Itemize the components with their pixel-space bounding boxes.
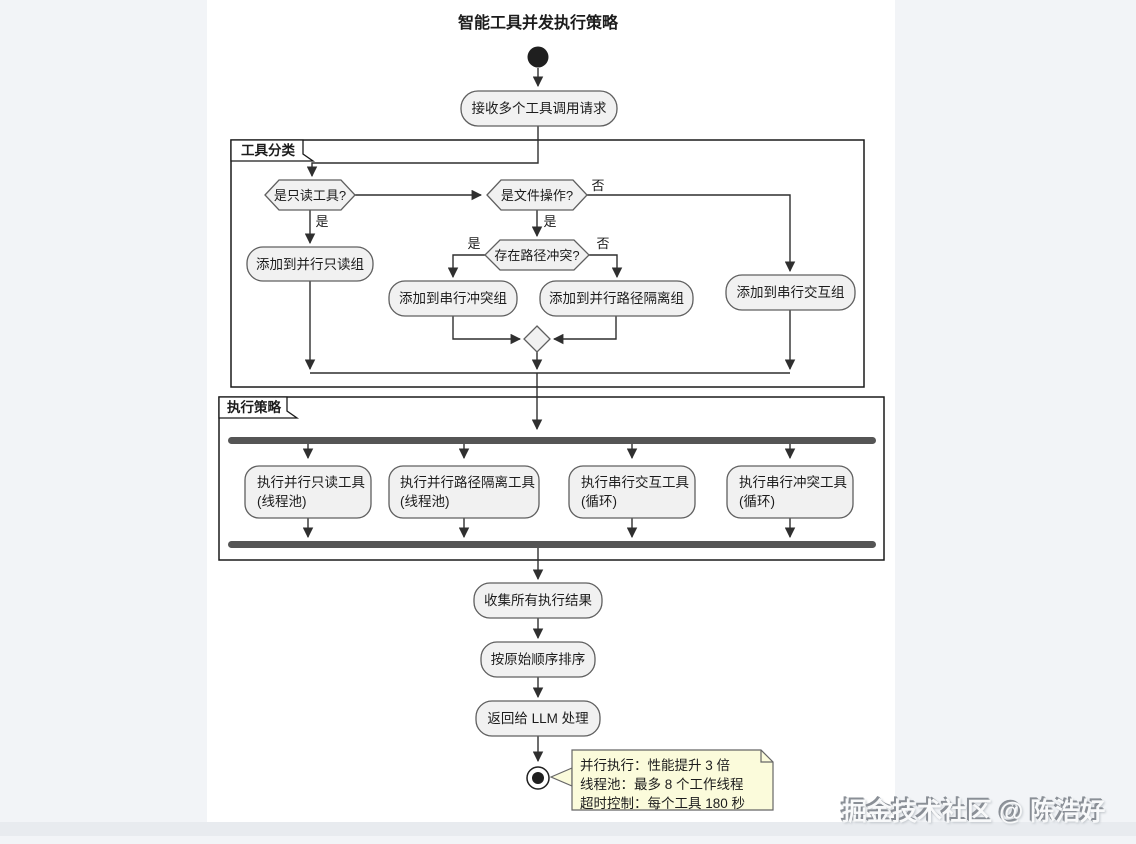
node-receive-box xyxy=(460,90,618,127)
watermark: 掘金技术社区 @ 陈浩好 xyxy=(842,798,1106,826)
node-add-serial-interactive-box xyxy=(725,274,856,311)
node-exec-serial-conflict-label: 执行串行冲突工具 (循环) xyxy=(739,466,853,518)
end-node-inner xyxy=(532,772,544,784)
page-bottom-band xyxy=(0,822,1136,836)
note-line-1: 并行执行：性能提升 3 倍 xyxy=(580,758,731,773)
partition-execute-label: 执行策略 xyxy=(227,400,281,415)
edge-label-readonly-yes: 是 xyxy=(315,213,329,229)
edge-label-fileop-no: 否 xyxy=(591,177,605,193)
note-fold-icon xyxy=(760,750,773,763)
edge-label-conflict-no: 否 xyxy=(596,235,610,251)
edge-conflict-no xyxy=(589,254,623,279)
node-add-serial-interactive-label: 添加到串行交互组 xyxy=(736,285,845,300)
exec1-line2: (线程池) xyxy=(257,494,307,509)
decision-path-conflict-label: 存在路径冲突? xyxy=(494,247,580,263)
partition-execute-tab xyxy=(218,396,300,419)
exec2-line2: (线程池) xyxy=(400,494,450,509)
edge-conflict-yes xyxy=(447,254,485,279)
decision-readonly-shape xyxy=(264,179,356,211)
partition-classify-tab xyxy=(230,139,316,162)
exec1-line1: 执行并行只读工具 xyxy=(257,475,365,490)
note-line-2: 线程池：最多 8 个工作线程 xyxy=(580,777,744,792)
decision-fileop-label: 是文件操作? xyxy=(500,187,574,203)
node-exec-parallel-readonly-box xyxy=(244,465,372,519)
exec2-line1: 执行并行路径隔离工具 xyxy=(400,475,535,490)
diagram-title: 智能工具并发执行策略 xyxy=(457,14,618,32)
partition-classify-label: 工具分类 xyxy=(241,143,295,158)
diagram-canvas xyxy=(207,0,895,822)
node-exec-serial-interactive-box xyxy=(568,465,696,519)
edge-conflictgroup-to-merge xyxy=(452,316,522,345)
node-add-parallel-isolated-box xyxy=(539,280,694,317)
node-exec-serial-interactive-label: 执行串行交互工具 (循环) xyxy=(581,466,695,518)
node-add-parallel-readonly-label: 添加到并行只读组 xyxy=(256,256,364,272)
note-connector xyxy=(549,767,573,787)
node-add-parallel-isolated-label: 添加到并行路径隔离组 xyxy=(549,291,684,306)
node-collect-label: 收集所有执行结果 xyxy=(484,593,592,608)
exec4-line2: (循环) xyxy=(739,494,775,509)
start-node xyxy=(527,46,549,68)
exec3-line2: (循环) xyxy=(581,494,617,509)
node-return-llm-label: 返回给 LLM 处理 xyxy=(487,711,589,726)
node-exec-parallel-readonly-label: 执行并行只读工具 (线程池) xyxy=(257,466,371,518)
note-line-3: 超时控制：每个工具 180 秒 xyxy=(580,796,746,811)
exec4-line1: 执行串行冲突工具 xyxy=(739,475,847,490)
edge-label-conflict-yes: 是 xyxy=(467,235,481,251)
node-add-serial-conflict-label: 添加到串行冲突组 xyxy=(399,291,507,306)
decision-fileop-shape xyxy=(486,179,588,211)
node-sort-label: 按原始顺序排序 xyxy=(490,652,586,667)
node-add-serial-conflict-box xyxy=(388,280,518,317)
decision-path-conflict-shape xyxy=(484,239,590,271)
exec3-line1: 执行串行交互工具 xyxy=(581,475,689,490)
node-receive-label: 接收多个工具调用请求 xyxy=(471,101,607,116)
note-box xyxy=(571,749,774,811)
edge-isolategroup-to-merge xyxy=(552,316,617,345)
node-collect-box xyxy=(473,582,603,619)
node-exec-serial-conflict-box xyxy=(726,465,854,519)
partition-execute-box xyxy=(218,396,885,561)
partition-classify-box xyxy=(230,139,865,388)
decision-readonly-label: 是只读工具? xyxy=(273,187,347,203)
fork-bar xyxy=(228,437,876,444)
node-sort-box xyxy=(480,641,596,678)
node-return-llm-box xyxy=(475,700,601,737)
edge-receive-to-readonly-decision xyxy=(306,126,539,178)
node-exec-parallel-isolated-label: 执行并行路径隔离工具 (线程池) xyxy=(400,466,539,518)
edge-fileop-no-to-interactive xyxy=(587,194,796,273)
merge-diamond xyxy=(523,325,551,353)
edge-label-fileop-yes: 是 xyxy=(543,213,557,229)
node-add-parallel-readonly-box xyxy=(246,246,374,282)
join-bar xyxy=(228,541,876,548)
node-exec-parallel-isolated-box xyxy=(388,465,540,519)
